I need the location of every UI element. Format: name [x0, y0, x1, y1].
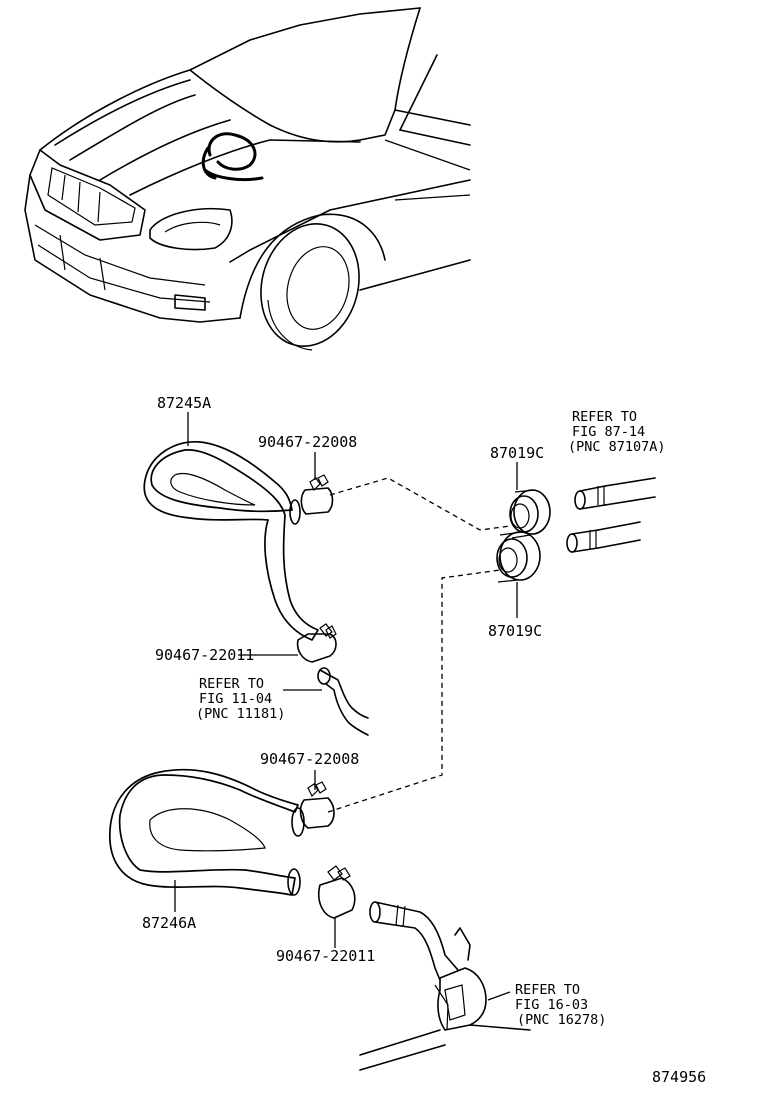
engine-outlet-pipe: [317, 667, 369, 736]
ref-water-pipe: REFER TO FIG 16-03 (PNC 16278): [515, 982, 606, 1028]
figure-number: 874956: [652, 1068, 706, 1086]
hose-87245a: [143, 441, 319, 641]
vehicle-outline: [24, 7, 471, 351]
label-90467-22008-lower: 90467-22008: [260, 750, 359, 768]
leader-lines: [174, 412, 518, 1001]
ref-engine-line3: (PNC 11181): [196, 706, 285, 722]
grommet-87019c-bottom: [496, 531, 541, 583]
ref-heater-line3: (PNC 87107A): [568, 439, 666, 455]
ref-engine-line2: FIG 11-04: [199, 691, 272, 707]
ref-heater-line1: REFER TO: [572, 409, 637, 425]
label-87246a: 87246A: [142, 914, 196, 932]
label-90467-22011-upper: 90467-22011: [155, 646, 254, 664]
label-90467-22011-lower: 90467-22011: [276, 947, 375, 965]
clamp-lower-b: [318, 865, 356, 919]
ref-water-line2: FIG 16-03: [515, 997, 588, 1013]
connection-lines: [327, 477, 511, 813]
grommet-87019c-top: [509, 489, 551, 539]
label-87245a: 87245A: [157, 394, 211, 412]
label-90467-22008-upper: 90467-22008: [258, 433, 357, 451]
heater-pipes: [566, 477, 656, 553]
ref-water-line1: REFER TO: [515, 982, 580, 998]
ref-heater-pipe: REFER TO FIG 87-14 (PNC 87107A): [568, 409, 666, 455]
label-87019c-top: 87019C: [490, 444, 544, 462]
ref-water-line3: (PNC 16278): [517, 1012, 606, 1028]
water-pipe: [359, 901, 531, 1071]
ref-engine-line1: REFER TO: [199, 676, 264, 692]
hose-87246a: [109, 768, 305, 896]
label-87019c-bottom: 87019C: [488, 622, 542, 640]
clamp-upper-b: [296, 623, 337, 663]
clamp-lower-a: [299, 781, 335, 829]
clamp-upper-a: [300, 474, 334, 515]
ref-heater-line2: FIG 87-14: [572, 424, 645, 440]
ref-engine-outlet: REFER TO FIG 11-04 (PNC 11181): [196, 676, 285, 722]
